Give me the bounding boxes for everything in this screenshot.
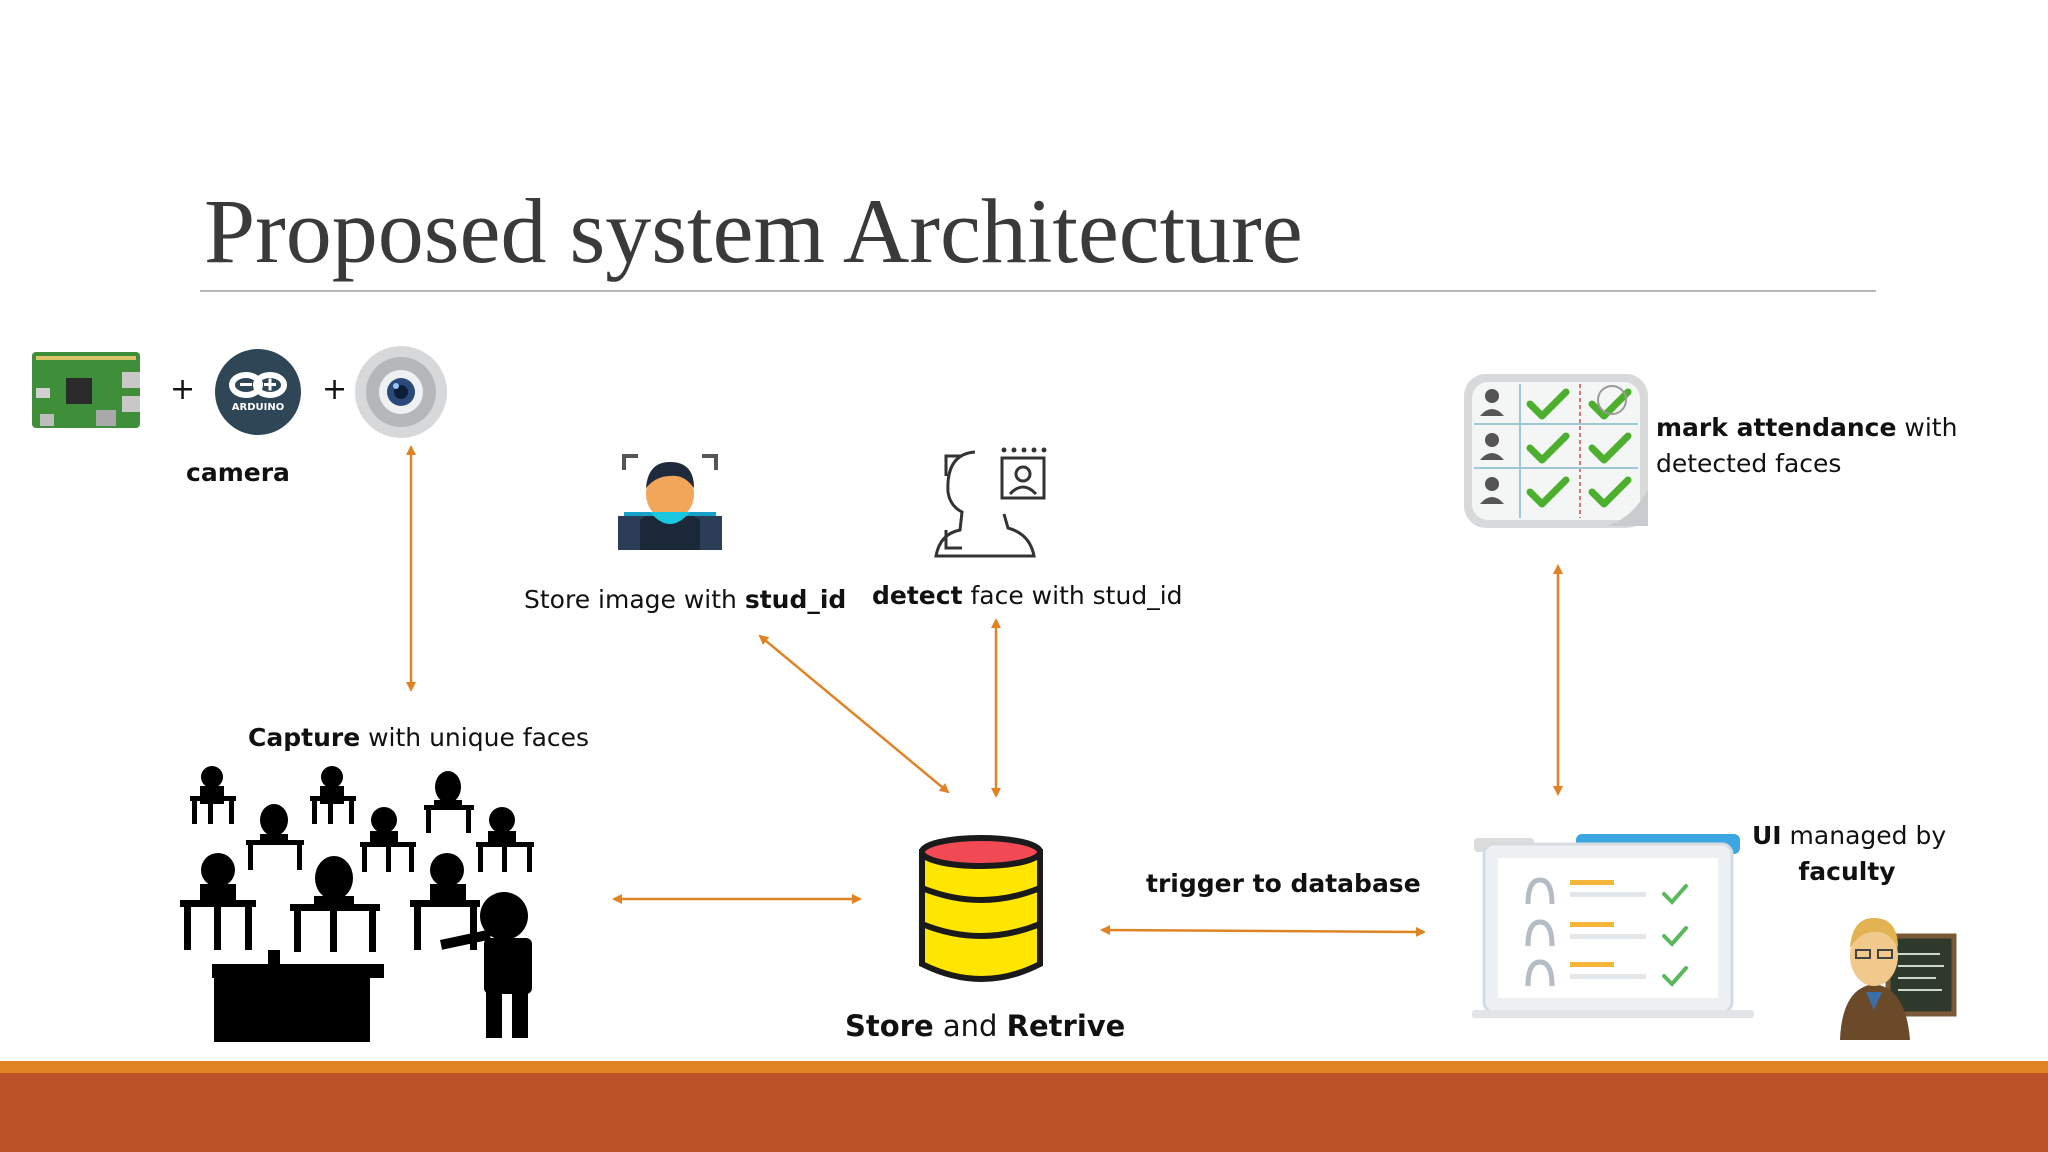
plus-sign-2: + xyxy=(322,372,348,407)
detect-face-label-bold: detect xyxy=(872,581,963,610)
attendance-checklist-icon xyxy=(1464,374,1648,528)
title-divider xyxy=(200,290,1876,292)
database-label: Store and Retrive xyxy=(845,1008,1125,1044)
arduino-logo-icon: ARDUINO xyxy=(215,349,301,435)
detect-face-label-post: face with stud_id xyxy=(962,581,1183,610)
face-scan-icon xyxy=(618,454,722,550)
raspberry-pi-board-icon xyxy=(32,352,140,428)
flow-arrows xyxy=(406,445,1563,937)
capture-label-bold: Capture xyxy=(248,723,361,752)
webcam-icon xyxy=(355,346,447,438)
store-image-label-bold: stud_id xyxy=(744,585,847,614)
arduino-logo-text: ARDUINO xyxy=(232,402,284,413)
arrow-database-ui xyxy=(1100,925,1426,937)
store-image-label-pre: Store image with xyxy=(524,585,745,614)
mark-attendance-label: mark attendance with detected faces xyxy=(1656,410,1957,482)
camera-label: camera xyxy=(186,458,290,487)
footer-accent-stripe xyxy=(0,1061,2048,1073)
classroom-students-icon xyxy=(180,766,534,1042)
laptop-ui-checklist-icon xyxy=(1472,834,1754,1018)
trigger-label: trigger to database xyxy=(1146,869,1421,898)
faculty-teacher-icon xyxy=(1840,918,1957,1040)
plus-sign-1: + xyxy=(170,372,196,407)
footer-band xyxy=(0,1073,2048,1152)
ui-label-line2: faculty xyxy=(1798,857,1896,886)
slide-title: Proposed system Architecture xyxy=(204,180,1303,282)
mark-attendance-label-line2: detected faces xyxy=(1656,449,1842,478)
mark-attendance-label-bold: mark attendance xyxy=(1656,413,1897,442)
ui-label-bold: UI xyxy=(1752,821,1782,850)
database-label-mid: and xyxy=(933,1009,1007,1043)
database-cylinder-icon xyxy=(919,835,1043,982)
database-label-bold2: Retrive xyxy=(1006,1009,1126,1043)
ui-label: UI managed by faculty xyxy=(1752,818,1946,890)
capture-label: Capture with unique faces xyxy=(248,720,589,756)
arrow-storeimage-database xyxy=(758,634,950,794)
store-image-label: Store image with stud_id xyxy=(524,582,846,618)
database-label-bold1: Store xyxy=(845,1009,934,1043)
mark-attendance-label-post: with xyxy=(1896,413,1958,442)
capture-label-post: with unique faces xyxy=(360,723,590,752)
face-detect-profile-icon xyxy=(934,447,1047,558)
ui-label-post: managed by xyxy=(1781,821,1947,850)
detect-face-label: detect face with stud_id xyxy=(872,578,1183,614)
